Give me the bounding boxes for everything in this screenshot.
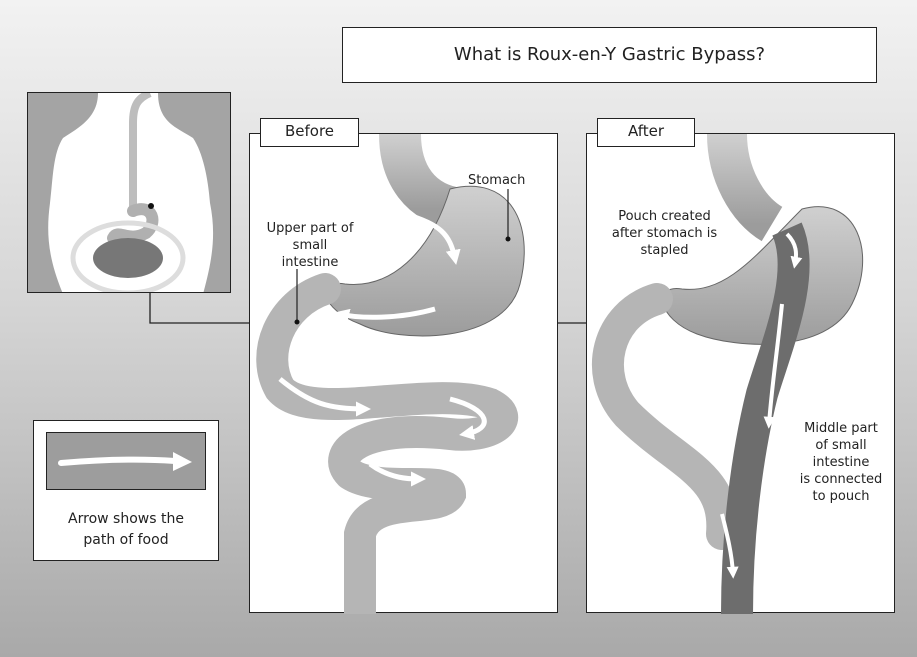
label-line: stapled <box>640 243 689 258</box>
label-line: small <box>292 238 328 253</box>
label-line: Upper part of <box>266 221 354 236</box>
pouch-label: Pouch created after stomach is stapled <box>597 208 732 259</box>
label-line: after stomach is <box>611 226 718 241</box>
before-panel: Stomach Upper part of small intestine <box>249 133 558 614</box>
legend-text: Arrow shows the path of food <box>34 509 218 551</box>
arrow-icon <box>58 452 192 471</box>
body-overview-image <box>27 92 231 293</box>
stomach-label: Stomach <box>468 173 526 188</box>
label-line: Middle part <box>804 421 878 436</box>
page-title: What is Roux-en-Y Gastric Bypass? <box>453 44 766 65</box>
before-stomach-illustration <box>256 134 525 614</box>
body-silhouette-illustration <box>48 93 214 292</box>
label-line: is connected <box>799 472 883 487</box>
legend-arrow-swatch <box>46 432 206 490</box>
label-line: intestine <box>812 455 870 470</box>
after-bypass-illustration <box>591 134 864 614</box>
upper-intestine-label: Upper part of small intestine <box>255 220 365 271</box>
legend-box: Arrow shows the path of food <box>33 420 219 561</box>
label-line: of small <box>815 438 867 453</box>
middle-intestine-label: Middle part of small intestine is connec… <box>787 420 895 505</box>
after-label-box: After <box>597 118 695 147</box>
label-line: to pouch <box>812 489 870 504</box>
label-line: Arrow shows the <box>68 511 184 527</box>
after-panel: Pouch created after stomach is stapled M… <box>586 133 895 614</box>
label-line: Pouch created <box>618 209 711 224</box>
before-label: Before <box>284 122 335 140</box>
title-box: What is Roux-en-Y Gastric Bypass? <box>342 27 877 83</box>
before-label-box: Before <box>260 118 359 147</box>
label-line: path of food <box>83 532 169 548</box>
label-line: intestine <box>281 255 339 270</box>
after-label: After <box>627 122 665 140</box>
